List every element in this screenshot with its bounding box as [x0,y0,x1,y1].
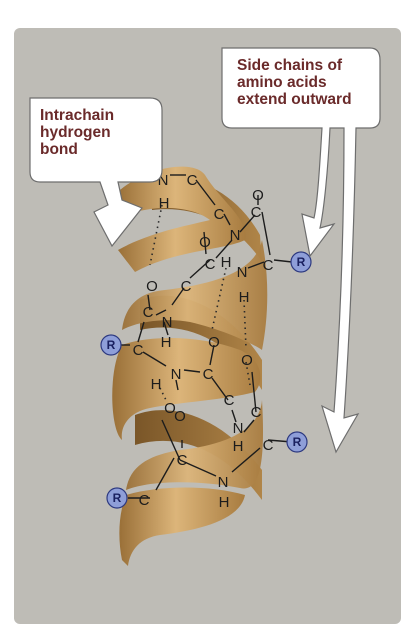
atom-o-24: O [241,352,253,369]
atom-o-23: O [208,334,220,351]
atom-c-29: C [263,437,274,454]
atom-n-10: N [237,264,248,281]
atom-o-7: O [199,234,211,251]
atom-c-3: C [214,206,225,223]
hydrogen-bond-label-line-3: bond [40,141,114,158]
atom-c-12: C [263,257,274,274]
atom-h-20: H [151,376,162,393]
hydrogen-bond-label-line-1: Intrachain [40,107,114,124]
r-group-label-1: R [107,338,116,352]
hydrogen-bond-label: Intrachain hydrogen bond [40,107,114,158]
atom-c-6: C [251,204,262,221]
atom-n-32: N [218,474,229,491]
atom-n-5: N [230,227,241,244]
atom-c-28: C [251,404,262,421]
atom-c-34: C [139,492,150,509]
r-group-label-3: R [113,491,122,505]
side-chains-label-line-2: amino acids [237,74,352,91]
atom-c-31: C [177,452,188,469]
side-chains-label-line-1: Side chains of [237,57,352,74]
atom-c-1: C [187,172,198,189]
atom-o-14: O [146,278,158,295]
atom-c-15: C [143,304,154,321]
side-chains-label: Side chains of amino acids extend outwar… [237,57,352,108]
atom-h-11: H [239,289,250,306]
atom-o-4: O [252,187,264,204]
atom-h-9: H [221,254,232,271]
atom-n-16: N [162,314,173,331]
atom-h-27: H [233,438,244,455]
hydrogen-bond-label-line-2: hydrogen [40,124,114,141]
atom-n-19: N [171,366,182,383]
atom-c-25: C [224,392,235,409]
atom-h-33: H [219,494,230,511]
side-chains-label-line-3: extend outward [237,91,352,108]
r-group-label-2: R [293,435,302,449]
atom-c-13: C [181,278,192,295]
atom-n-26: N [233,420,244,437]
atom-o-30: O [174,408,186,425]
atom-c-18: C [133,342,144,359]
atom-h-17: H [161,334,172,351]
atom-h-2: H [159,195,170,212]
atom-c-22: C [203,366,214,383]
r-group-label-0: R [297,255,306,269]
atom-c-8: C [205,256,216,273]
